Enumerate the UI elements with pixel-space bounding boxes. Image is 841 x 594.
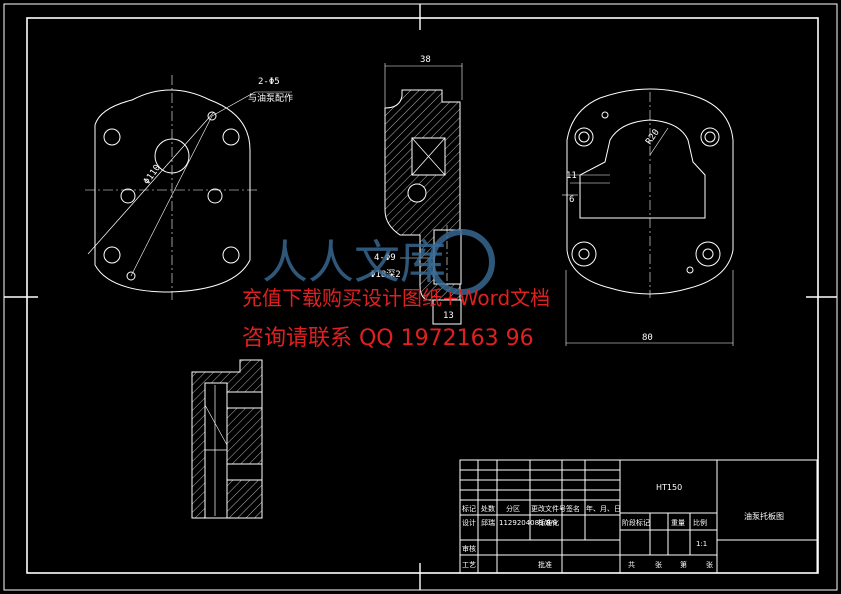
tb-header-mark: 标记 bbox=[462, 504, 476, 513]
dim-left-6: 6 bbox=[569, 195, 574, 205]
dim-holes-4x: 4-Φ9 bbox=[374, 253, 396, 263]
view-lower-section bbox=[191, 359, 263, 519]
watermark-logo: 人人文库 bbox=[262, 235, 446, 289]
tb-sheets-unit-label: 张 bbox=[655, 560, 662, 569]
inner-border bbox=[26, 17, 819, 574]
dim-holes-2x-note: 与油泵配作 bbox=[248, 92, 293, 104]
dim-radius: R20 bbox=[644, 128, 662, 147]
view-front-plate bbox=[85, 75, 292, 300]
tb-header-change-doc: 更改文件号 bbox=[531, 504, 566, 513]
centering-marks bbox=[4, 4, 837, 590]
dim-overall-width: 80 bbox=[642, 333, 653, 343]
tb-header-date: 年、月、日 bbox=[586, 504, 621, 513]
tb-design-label: 设计 bbox=[462, 518, 476, 527]
tb-weight-label: 重量 bbox=[671, 519, 685, 527]
dim-left-11: 11 bbox=[566, 171, 577, 181]
dim-thickness-small: 13 bbox=[443, 311, 454, 321]
tb-sheet-unit-label: 张 bbox=[706, 560, 713, 569]
tb-design-date: 1129204083/8/8 bbox=[499, 519, 557, 527]
watermark-line1: 充值下载购买设计图纸+Word文档 bbox=[242, 286, 550, 310]
tb-sheets-total-label: 共 bbox=[628, 560, 635, 569]
tb-approve-label: 批准 bbox=[538, 560, 552, 569]
tb-designer: 邱瑞 bbox=[481, 518, 495, 527]
tb-scale-value: 1:1 bbox=[696, 540, 707, 548]
view-top-plate bbox=[562, 88, 734, 346]
tb-stage-label: 阶段标记 bbox=[622, 518, 650, 527]
tb-process-label: 工艺 bbox=[462, 561, 476, 569]
tb-sheet-index-label: 第 bbox=[680, 560, 687, 569]
tb-review-label: 审核 bbox=[462, 544, 476, 553]
tb-header-count: 处数 bbox=[481, 504, 495, 513]
dim-counterbore: Φ18深2 bbox=[370, 269, 401, 280]
dim-width-top: 38 bbox=[420, 55, 431, 65]
watermark: 人人文库 充值下载购买设计图纸+Word文档 咨询请联系 QQ 1972163 … bbox=[242, 229, 550, 351]
title-block-frame bbox=[459, 459, 818, 574]
dim-holes-2x: 2-Φ5 bbox=[258, 77, 280, 87]
tb-scale-label: 比例 bbox=[693, 518, 707, 527]
tb-part-code: HT150 bbox=[656, 483, 682, 492]
watermark-line2: 咨询请联系 QQ 1972163 96 bbox=[242, 326, 534, 351]
tb-standardize-label: 标准化 bbox=[538, 518, 559, 527]
dim-bolt-circle: Φ110 bbox=[142, 163, 163, 187]
tb-part-name: 油泵托板图 bbox=[744, 511, 784, 521]
tb-header-sign: 签名 bbox=[566, 504, 580, 513]
tb-header-zone: 分区 bbox=[506, 504, 520, 513]
